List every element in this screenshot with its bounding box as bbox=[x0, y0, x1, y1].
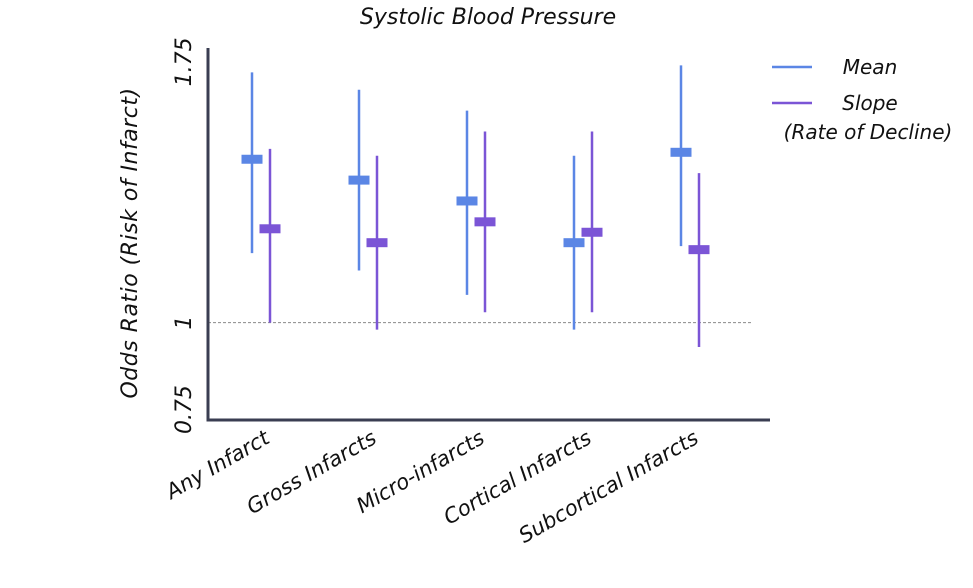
estimate-marker-mean bbox=[563, 238, 585, 248]
estimate-marker-slope bbox=[366, 238, 388, 248]
estimate-marker-slope bbox=[581, 227, 603, 237]
estimate-marker-slope bbox=[259, 224, 281, 234]
y-tick-label: 0.75 bbox=[172, 385, 197, 434]
legend-sublabel-slope: (Rate of Decline) bbox=[784, 120, 953, 144]
estimate-marker-mean bbox=[241, 154, 263, 164]
estimate-marker-slope bbox=[688, 245, 710, 255]
estimate-marker-slope bbox=[474, 217, 496, 227]
error-bars bbox=[241, 65, 710, 347]
estimate-marker-mean bbox=[348, 175, 370, 185]
y-tick-label: 1 bbox=[172, 316, 197, 330]
axes bbox=[206, 48, 770, 422]
category-label: Subcortical Infarcts bbox=[515, 426, 703, 548]
y-ticks: 0.75 1 1.75 bbox=[172, 37, 197, 434]
estimate-marker-mean bbox=[670, 147, 692, 157]
chart-title: Systolic Blood Pressure bbox=[360, 5, 616, 30]
estimate-marker-mean bbox=[456, 196, 478, 206]
y-tick-label: 1.75 bbox=[172, 37, 197, 86]
legend-label-slope: Slope bbox=[842, 91, 898, 115]
legend-label-mean: Mean bbox=[843, 55, 898, 79]
y-axis-label: Odds Ratio (Risk of Infarct) bbox=[118, 87, 143, 398]
